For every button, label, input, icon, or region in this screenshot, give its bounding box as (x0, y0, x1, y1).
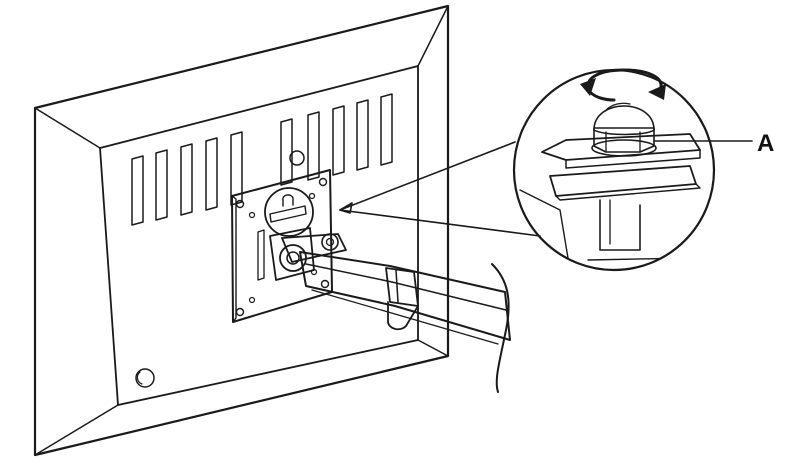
vent-slot (380, 93, 393, 166)
callout-pointer (339, 141, 541, 237)
label-a: A (757, 130, 774, 157)
vent-slot (131, 155, 144, 226)
monitor-arm (299, 251, 511, 345)
vent-slot (356, 99, 369, 171)
detail-circle-small (264, 187, 314, 237)
vesa-mount-plate (231, 169, 333, 323)
vent-slot (180, 143, 193, 216)
rotation-arrow-icon (580, 68, 666, 102)
mounting-pole (491, 263, 510, 393)
vent-slot (307, 111, 320, 181)
panel-screw-holes (135, 150, 305, 388)
magnified-detail-circle (512, 68, 716, 272)
monitor-back (33, 4, 450, 457)
vent-slot (230, 131, 243, 206)
vent-slot (205, 137, 218, 211)
arm-mount-head (269, 227, 347, 281)
vent-slot (332, 105, 345, 176)
vent-slots (131, 93, 393, 226)
callout-label-a: A (653, 130, 774, 157)
vent-slot (155, 149, 168, 221)
vent-slot (280, 118, 293, 186)
